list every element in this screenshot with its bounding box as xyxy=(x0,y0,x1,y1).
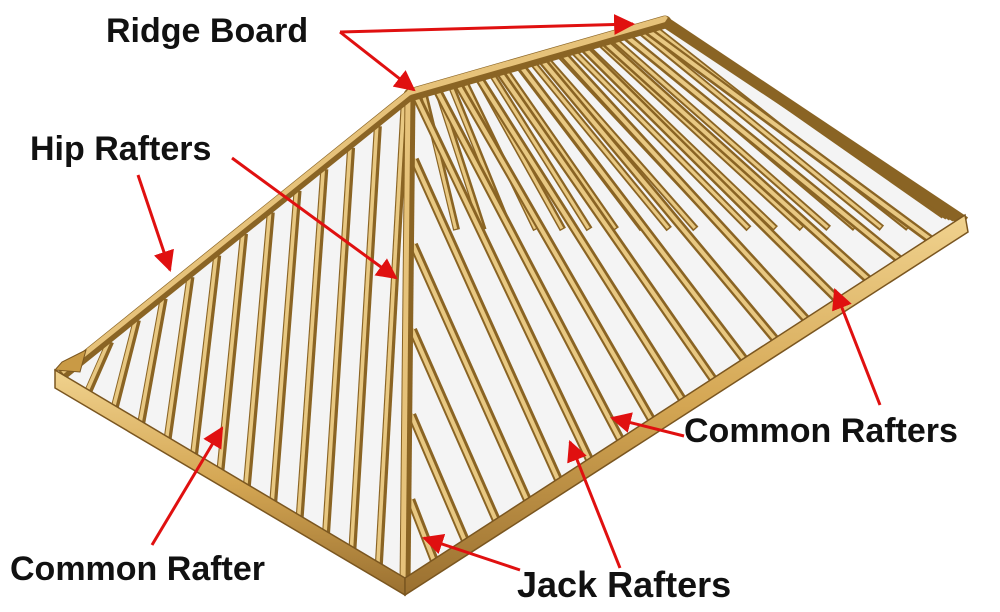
left-jack-rafter-highlight xyxy=(349,124,379,552)
arrow-common-rafter xyxy=(150,426,224,546)
common-rafter-highlight xyxy=(537,55,779,344)
callout-arrows xyxy=(136,14,882,572)
left-jack-rafter-highlight xyxy=(217,232,245,472)
arrow-jack-rafters-left xyxy=(422,534,521,572)
left-jack-rafter-highlight xyxy=(138,297,165,423)
left-top-plate xyxy=(53,349,87,373)
common-rafter-highlight xyxy=(495,67,717,384)
left-jack-rafter-highlight xyxy=(296,168,326,520)
arrow-common-rafters-right xyxy=(832,288,882,406)
arrow-ridge-board-right xyxy=(339,14,636,36)
label-common-rafter: Common Rafter xyxy=(10,550,265,588)
common-rafter-highlight xyxy=(412,91,593,464)
left-jack-rafter-highlight xyxy=(112,318,138,407)
back-common-rafter-highlight xyxy=(568,46,750,229)
common-rafter-highlight xyxy=(474,73,686,404)
left-jack-rafter-highlight xyxy=(243,211,272,488)
arrow-common-rafters-front xyxy=(609,412,685,438)
hip-rafter-right xyxy=(661,17,969,227)
left-jack-rafter-highlight xyxy=(270,189,299,504)
label-common-rafters: Common Rafters xyxy=(684,412,958,450)
jack-rafter-highlight xyxy=(408,413,469,545)
jack-rafter-highlight xyxy=(409,327,500,525)
left-jack-rafter-highlight xyxy=(164,275,192,439)
jack-rafter-highlight xyxy=(410,242,531,505)
common-rafter-highlight xyxy=(641,25,935,243)
jack-rafter-highlight xyxy=(411,157,562,484)
label-jack-rafters: Jack Rafters xyxy=(517,564,731,605)
common-rafter-highlight xyxy=(516,61,748,364)
common-rafter-highlight xyxy=(621,31,904,263)
arrow-ridge-board-left xyxy=(339,30,416,92)
arrow-hip-rafters-left xyxy=(136,174,174,272)
label-ridge-board: Ridge Board xyxy=(106,12,308,50)
left-jack-rafter-highlight xyxy=(375,103,406,568)
left-jack-rafter-highlight xyxy=(85,339,111,391)
common-rafter-highlight xyxy=(433,85,624,444)
common-rafter-highlight xyxy=(558,49,810,324)
front-common-rafters xyxy=(406,24,937,567)
left-jack-rafter-highlight xyxy=(191,254,219,455)
left-jack-rafter-highlight xyxy=(323,146,352,536)
back-common-rafter-highlight xyxy=(488,70,590,230)
hip-rafter-left-highlight xyxy=(60,90,412,374)
common-rafter-highlight xyxy=(600,37,873,284)
back-common-rafter-highlight xyxy=(609,35,829,229)
label-hip-rafters: Hip Rafters xyxy=(30,130,211,168)
arrow-hip-rafters-front xyxy=(231,156,398,280)
back-common-rafter-highlight xyxy=(501,66,617,230)
arrow-jack-rafters-right xyxy=(567,440,622,569)
right-top-plate xyxy=(404,213,969,597)
back-common-rafter-highlight xyxy=(542,54,696,229)
hip-rafter-front-highlight xyxy=(400,94,411,586)
back-common-rafter-highlight xyxy=(636,27,882,229)
common-rafter-highlight xyxy=(453,79,655,424)
common-rafter-highlight xyxy=(579,43,841,304)
back-common-rafter-highlight xyxy=(528,58,670,230)
left-hip-end-rafters xyxy=(84,103,409,570)
